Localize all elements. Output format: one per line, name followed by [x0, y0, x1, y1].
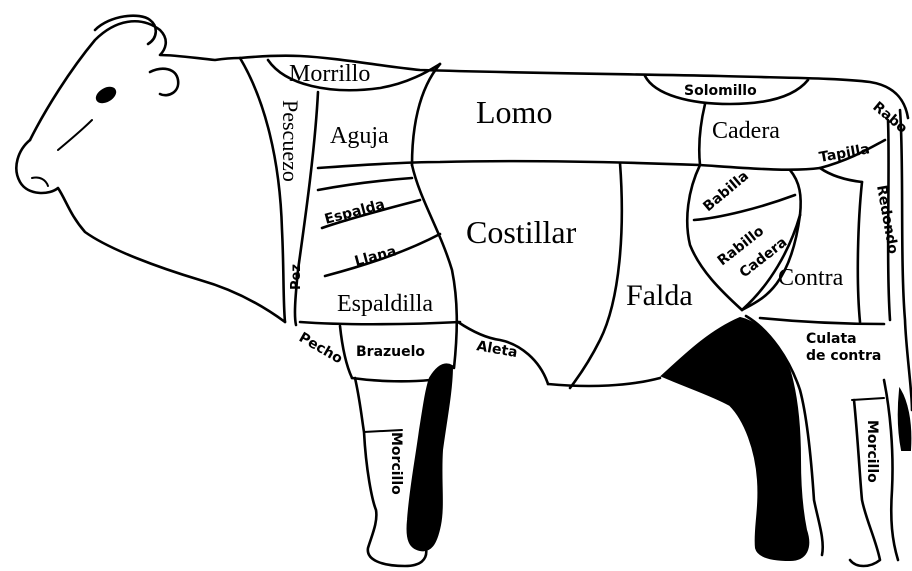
eye-icon — [94, 85, 117, 105]
label-espalda: Espalda — [323, 196, 387, 227]
label-costillar: Costillar — [466, 214, 577, 250]
label-lomo: Lomo — [476, 94, 552, 130]
label-culata-line2: de contra — [806, 348, 881, 364]
label-pez: Pez — [289, 264, 304, 290]
cut-labels: Morrillo Pescuezo Aguja Lomo Solomillo C… — [278, 61, 911, 495]
label-brazuelo: Brazuelo — [356, 344, 425, 360]
label-morcillo-front: Morcillo — [388, 432, 404, 495]
label-cadera: Cadera — [712, 118, 780, 144]
label-babilla: Babilla — [700, 168, 752, 215]
label-llana: Llana — [353, 243, 398, 269]
label-espaldilla: Espaldilla — [337, 291, 433, 317]
label-falda: Falda — [626, 279, 693, 312]
label-culata-line1: Culata — [806, 331, 857, 347]
label-contra: Contra — [778, 265, 844, 291]
label-pecho: Pecho — [296, 330, 346, 368]
label-solomillo: Solomillo — [684, 83, 757, 99]
label-aleta: Aleta — [475, 338, 518, 361]
label-morrillo: Morrillo — [289, 61, 370, 87]
label-pescuezo: Pescuezo — [278, 100, 303, 182]
label-redondo: Redondo — [873, 184, 901, 256]
label-tapilla: Tapilla — [818, 141, 871, 166]
label-morcillo-back: Morcillo — [864, 420, 880, 483]
label-aguja: Aguja — [330, 123, 389, 149]
